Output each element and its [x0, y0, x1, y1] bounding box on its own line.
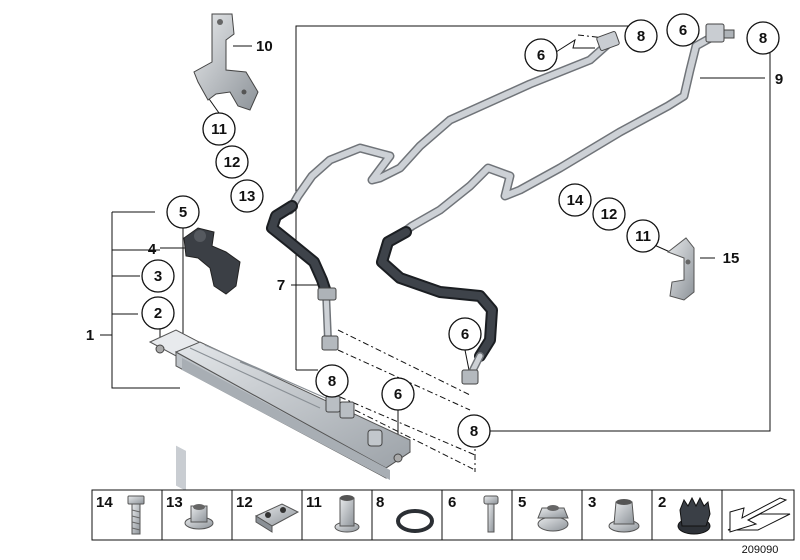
- pipe-line-upper: [285, 31, 719, 237]
- screw-icon: [483, 495, 499, 533]
- callout-12-right: 12: [601, 206, 618, 223]
- callout-2: 2: [154, 305, 162, 322]
- legend-item-11: 11: [306, 494, 360, 533]
- legend-number-11: 11: [306, 494, 322, 511]
- legend-number-13: 13: [166, 494, 183, 511]
- callout-6-lower: 6: [394, 386, 402, 403]
- legend-item-12: 12: [236, 494, 300, 533]
- callout-9: 9: [775, 71, 783, 88]
- legend-number-2: 2: [658, 494, 666, 511]
- legend-number-12: 12: [236, 494, 253, 511]
- flange-nut-icon: [184, 504, 214, 530]
- o-ring-icon: [396, 509, 434, 533]
- callout-4: 4: [148, 241, 157, 258]
- dash-dot-lines: [337, 34, 606, 472]
- legend-item-13: 13: [166, 494, 214, 530]
- callout-14: 14: [567, 192, 584, 209]
- oil-cooler: [148, 329, 411, 491]
- rubber-mount-icon: [677, 496, 711, 535]
- callout-6-center: 6: [461, 326, 469, 343]
- legend-number-6: 6: [448, 494, 456, 511]
- legend-item-5: 5: [518, 494, 569, 532]
- callout-13: 13: [239, 188, 256, 205]
- callout-8-left: 8: [328, 373, 336, 390]
- legend-number-14: 14: [96, 494, 113, 511]
- callout-8-top-left: 8: [637, 28, 645, 45]
- legend-number-3: 3: [588, 494, 596, 511]
- callout-6-top-left: 6: [537, 47, 545, 64]
- callout-11: 11: [211, 121, 227, 138]
- clip-icon: [254, 503, 300, 533]
- legend-item-8: 8: [376, 494, 434, 533]
- bracket-part-10: [193, 13, 259, 111]
- legend-item-symbol: [727, 497, 791, 533]
- sleeve-icon: [334, 495, 360, 533]
- callout-8-top-right: 8: [759, 30, 767, 47]
- callout-11-right: 11: [635, 228, 651, 245]
- grommet-icon: [608, 499, 640, 533]
- mount-part-4: [183, 227, 241, 295]
- fitting-top-right: [705, 23, 735, 43]
- fitting-top-left: [596, 31, 620, 51]
- callout-5: 5: [179, 204, 187, 221]
- callout-7: 7: [277, 277, 285, 294]
- legend-number-8: 8: [376, 494, 384, 511]
- callout-8-center: 8: [470, 423, 478, 440]
- callout-1: 1: [86, 327, 94, 344]
- callout-3: 3: [154, 268, 162, 285]
- callout-6-top-right: 6: [679, 22, 687, 39]
- callout-15: 15: [723, 250, 740, 267]
- callout-10: 10: [256, 38, 273, 55]
- legend-item-6: 6: [448, 494, 499, 533]
- cooler-port-right: [367, 429, 383, 447]
- diagram-reference-number: 209090: [742, 544, 779, 556]
- hose-black-lower: [376, 226, 498, 385]
- hose-black-7: [266, 200, 339, 351]
- legend-item-14: 14: [96, 494, 145, 535]
- collar-nut-icon: [537, 505, 569, 532]
- arrow-symbol-icon: [727, 497, 791, 533]
- legend-number-5: 5: [518, 494, 526, 511]
- callout-12: 12: [224, 154, 241, 171]
- parts-legend: 14 13 12: [91, 489, 795, 541]
- callouts: 10 11 12 13 5 4 3 2 1 7 8 6 8 6 8 6 8 6 …: [86, 13, 783, 448]
- bolt-icon: [127, 495, 145, 535]
- legend-item-2: 2: [658, 494, 711, 535]
- legend-item-3: 3: [588, 494, 640, 533]
- bracket-part-15: [666, 237, 695, 301]
